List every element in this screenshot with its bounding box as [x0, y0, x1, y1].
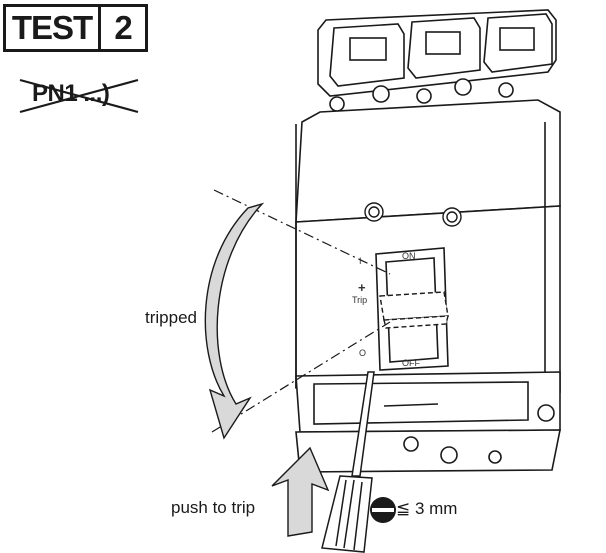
rotation-lines	[211, 189, 391, 433]
blade-width-label: ≦ 3 mm	[396, 499, 458, 518]
mark-zero: O	[359, 348, 366, 358]
test-badge: TEST 2	[3, 4, 148, 52]
mark-minus: I	[359, 256, 362, 266]
terminal-blocks	[317, 9, 557, 112]
mark-trip: Trip	[352, 295, 367, 305]
test-number: 2	[114, 9, 132, 46]
tripped-arrow	[204, 202, 265, 440]
mark-plus: +	[358, 280, 366, 295]
test-label: TEST	[6, 7, 101, 49]
screwdriver-icon	[321, 371, 375, 553]
cross-out-lines	[19, 78, 139, 114]
blade-symbol-icon	[370, 497, 396, 523]
crossed-out-model-label: PN1 ...)	[18, 78, 140, 114]
lower-base	[295, 371, 561, 473]
housing	[295, 99, 561, 393]
tripped-label: tripped	[145, 308, 197, 327]
trip-handle	[379, 291, 449, 329]
mark-on: ON	[402, 251, 416, 261]
push-arrow	[271, 446, 330, 537]
push-to-trip-label: push to trip	[171, 498, 256, 517]
mark-off: OFF	[402, 358, 420, 368]
screws	[364, 202, 462, 227]
